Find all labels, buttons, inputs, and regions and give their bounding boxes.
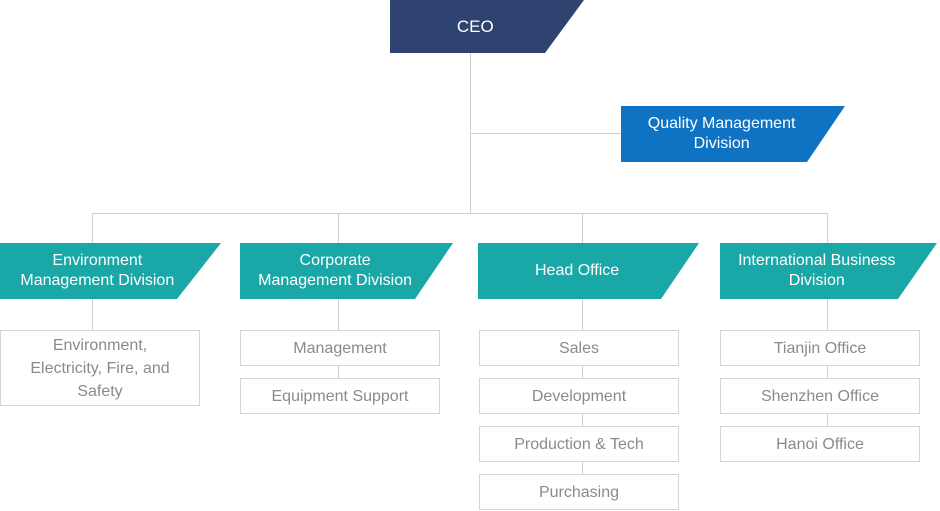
- child-box-management: Management: [240, 330, 440, 366]
- child-box-development: Development: [479, 378, 679, 414]
- child-box-label-line1: Environment,: [52, 336, 148, 354]
- division-label-line1: Head Office: [535, 262, 620, 279]
- child-box-label-line2: Electricity, Fire, and: [30, 359, 170, 377]
- division-node-environment-management: Environment Management Division: [0, 243, 221, 299]
- ceo-label: CEO: [456, 16, 494, 36]
- child-box-label: Purchasing: [538, 483, 620, 501]
- division-label-line2: Management Division: [258, 272, 413, 289]
- division-node-head-office: Head Office: [478, 243, 699, 299]
- division-label-line1: Corporate: [299, 252, 371, 269]
- division-node-international-business: International Business Division: [720, 243, 937, 299]
- child-box-label: Shenzhen Office: [760, 387, 879, 405]
- connector-stub-corp-top: [338, 213, 339, 243]
- child-box-sales: Sales: [479, 330, 679, 366]
- division-label-line2: Division: [788, 272, 845, 289]
- connector-main-horizontal: [92, 213, 828, 214]
- child-box-label: Hanoi Office: [776, 435, 864, 453]
- child-box-hanoi-office: Hanoi Office: [720, 426, 920, 462]
- quality-label-line2: Division: [693, 135, 750, 152]
- child-box-label: Sales: [558, 339, 600, 357]
- child-box-label: Production & Tech: [514, 435, 644, 453]
- child-box-label: Development: [531, 387, 627, 405]
- division-label-line1: International Business: [738, 252, 896, 269]
- connector-stub-env-top: [92, 213, 93, 243]
- child-box-label-line3: Safety: [77, 382, 123, 400]
- connector-stub-corp-child: [338, 299, 339, 330]
- connector-stub-head-mid-3: [582, 462, 583, 474]
- division-node-corporate-management: Corporate Management Division: [240, 243, 453, 299]
- child-box-label: Management: [293, 339, 387, 357]
- connector-stub-intl-top: [827, 213, 828, 243]
- quality-label-line1: Quality Management: [647, 115, 796, 132]
- division-label-line1: Environment: [52, 252, 143, 269]
- child-box-environment-electricity-fire-safety: Environment, Electricity, Fire, and Safe…: [0, 330, 200, 406]
- child-box-label: Equipment Support: [271, 387, 409, 405]
- connector-stub-env-child: [92, 299, 93, 330]
- connector-stub-intl-child: [827, 299, 828, 330]
- connector-stub-head-child: [582, 299, 583, 330]
- child-box-equipment-support: Equipment Support: [240, 378, 440, 414]
- child-box-tianjin-office: Tianjin Office: [720, 330, 920, 366]
- connector-stub-intl-mid-2: [827, 414, 828, 426]
- child-box-production-tech: Production & Tech: [479, 426, 679, 462]
- connector-quality-branch: [470, 133, 622, 134]
- connector-stub-corp-mid-1: [338, 366, 339, 378]
- quality-management-division-node: Quality Management Division: [621, 106, 845, 162]
- connector-stub-head-mid-2: [582, 414, 583, 426]
- connector-stub-head-top: [582, 213, 583, 243]
- ceo-node: CEO: [390, 0, 584, 53]
- child-box-shenzhen-office: Shenzhen Office: [720, 378, 920, 414]
- division-label-line2: Management Division: [20, 272, 175, 289]
- child-box-purchasing: Purchasing: [479, 474, 679, 510]
- child-box-label: Tianjin Office: [773, 339, 867, 357]
- connector-stub-head-mid-1: [582, 366, 583, 378]
- connector-stub-intl-mid-1: [827, 366, 828, 378]
